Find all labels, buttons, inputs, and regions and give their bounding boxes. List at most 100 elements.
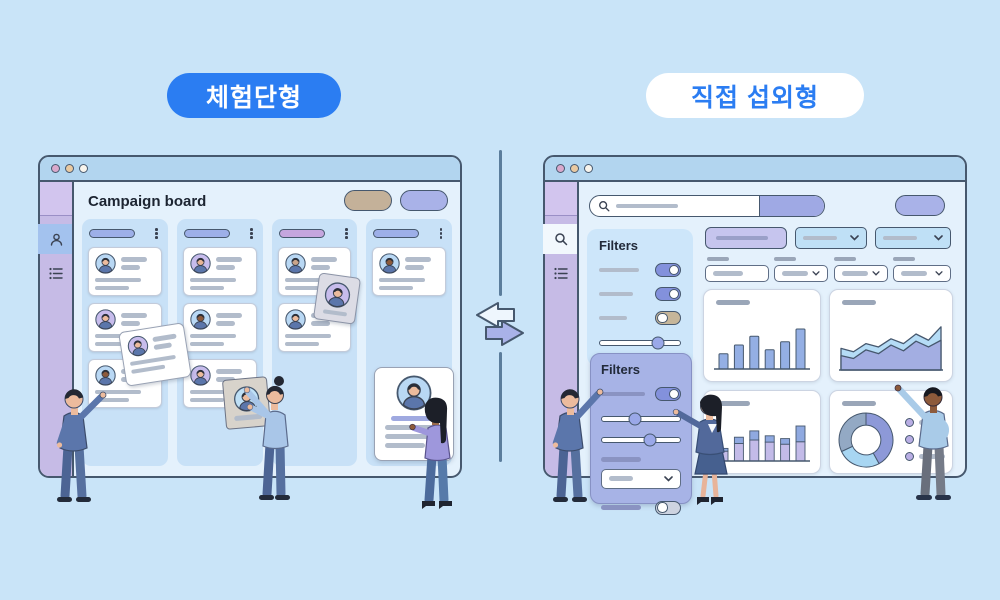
- filter-row: [599, 287, 681, 301]
- legend-dot: [905, 452, 914, 461]
- column-title-pill: [373, 229, 420, 238]
- right-type-badge: 직접 섭외형: [646, 73, 864, 118]
- traffic-light-dots[interactable]: [556, 164, 593, 173]
- person-woman-viewing-card: [406, 390, 468, 512]
- traffic-light-dot[interactable]: [570, 164, 579, 173]
- dropdown-select[interactable]: [795, 227, 867, 249]
- field-label-line: [774, 257, 796, 261]
- avatar: [284, 309, 306, 330]
- traffic-light-dot[interactable]: [51, 164, 60, 173]
- header-periwinkle-button[interactable]: [400, 190, 448, 211]
- member-card[interactable]: [372, 247, 446, 296]
- list-icon: [553, 267, 568, 279]
- text-input[interactable]: [705, 265, 769, 282]
- avatar: [95, 365, 116, 386]
- toggle-switch[interactable]: [655, 311, 681, 325]
- dropdown-select[interactable]: [875, 227, 951, 249]
- search-input[interactable]: [589, 195, 825, 217]
- member-card[interactable]: [182, 303, 257, 352]
- column-menu-icon[interactable]: [437, 226, 445, 241]
- chevron-down-icon: [664, 475, 673, 482]
- avatar: [126, 334, 150, 358]
- dropdown-select[interactable]: [601, 468, 681, 489]
- range-slider[interactable]: [599, 336, 681, 350]
- chevron-down-icon: [812, 271, 820, 276]
- field-label-line: [834, 257, 856, 261]
- dashboard-window: Filters Filters: [543, 155, 967, 515]
- legend-dot: [905, 418, 914, 427]
- area-chart: [837, 312, 945, 374]
- filter-row: [599, 263, 681, 277]
- filter-row: [599, 311, 681, 325]
- range-slider[interactable]: [601, 412, 681, 426]
- dropdown-select[interactable]: [774, 265, 828, 282]
- bar-chart: [711, 312, 813, 374]
- filters-panel-floating: Filters: [590, 353, 692, 515]
- campaign-board-window: Campaign board: [38, 155, 462, 478]
- avatar: [379, 253, 400, 274]
- top-right-button[interactable]: [895, 195, 945, 216]
- sidebar-item-list[interactable]: [38, 258, 72, 288]
- search-button[interactable]: [759, 196, 824, 216]
- person-woman-holding-card: [238, 372, 304, 506]
- person-man-pointing-filters: [540, 384, 606, 508]
- dragged-photo-card[interactable]: [312, 272, 362, 325]
- member-card[interactable]: [277, 247, 352, 296]
- avatar: [95, 253, 116, 274]
- traffic-light-dot[interactable]: [65, 164, 74, 173]
- left-type-badge: 체험단형: [167, 73, 341, 118]
- column-menu-icon[interactable]: [153, 226, 161, 241]
- person-man-pointing-donut: [890, 380, 966, 506]
- sidebar-item-users[interactable]: [38, 224, 72, 254]
- filter-row: [601, 387, 681, 401]
- traffic-light-dot[interactable]: [584, 164, 593, 173]
- dropdown-select[interactable]: [834, 265, 888, 282]
- toggle-switch[interactable]: [655, 287, 681, 301]
- chart-title-line: [842, 300, 876, 305]
- field-label-line: [601, 457, 641, 462]
- right-window-titlebar: [545, 157, 965, 182]
- toggle-switch[interactable]: [655, 263, 681, 277]
- chart-title-line: [716, 401, 750, 406]
- header-tan-button[interactable]: [344, 190, 392, 211]
- sidebar-item-list[interactable]: [543, 258, 577, 288]
- donut-chart: [837, 410, 895, 470]
- user-icon: [50, 233, 62, 246]
- avatar: [190, 309, 211, 330]
- toggle-switch[interactable]: [655, 387, 681, 401]
- area-chart-card: [829, 289, 953, 382]
- avatar: [284, 253, 306, 274]
- column-title-pill: [183, 229, 230, 238]
- member-card[interactable]: [182, 247, 257, 296]
- chevron-down-icon: [872, 271, 880, 276]
- search-icon: [555, 233, 568, 246]
- search-placeholder-line: [616, 203, 678, 209]
- dragged-card[interactable]: [118, 322, 192, 387]
- list-icon: [48, 267, 63, 279]
- column-title-pill: [278, 229, 325, 238]
- range-slider[interactable]: [601, 433, 681, 447]
- sidebar-item-search[interactable]: [543, 224, 577, 254]
- traffic-light-dots[interactable]: [51, 164, 88, 173]
- avatar: [190, 365, 211, 386]
- avatar: [95, 309, 116, 330]
- active-filter-tab[interactable]: [705, 227, 787, 249]
- member-card[interactable]: [88, 247, 162, 296]
- dropdown-select[interactable]: [893, 265, 951, 282]
- field-label-line: [707, 257, 729, 261]
- magnifier-icon: [599, 201, 610, 212]
- column-menu-icon[interactable]: [342, 226, 350, 241]
- divider-line-bottom: [499, 352, 502, 462]
- column-menu-icon[interactable]: [248, 226, 256, 241]
- field-label-line: [893, 257, 915, 261]
- chevron-down-icon: [850, 235, 859, 241]
- column-title-pill: [89, 229, 135, 238]
- bar-chart-card: [703, 289, 821, 382]
- chevron-down-icon: [934, 235, 943, 241]
- avatar: [190, 253, 211, 274]
- toggle-switch[interactable]: [655, 500, 681, 515]
- traffic-light-dot[interactable]: [79, 164, 88, 173]
- filters-panel: Filters: [587, 229, 693, 371]
- traffic-light-dot[interactable]: [556, 164, 565, 173]
